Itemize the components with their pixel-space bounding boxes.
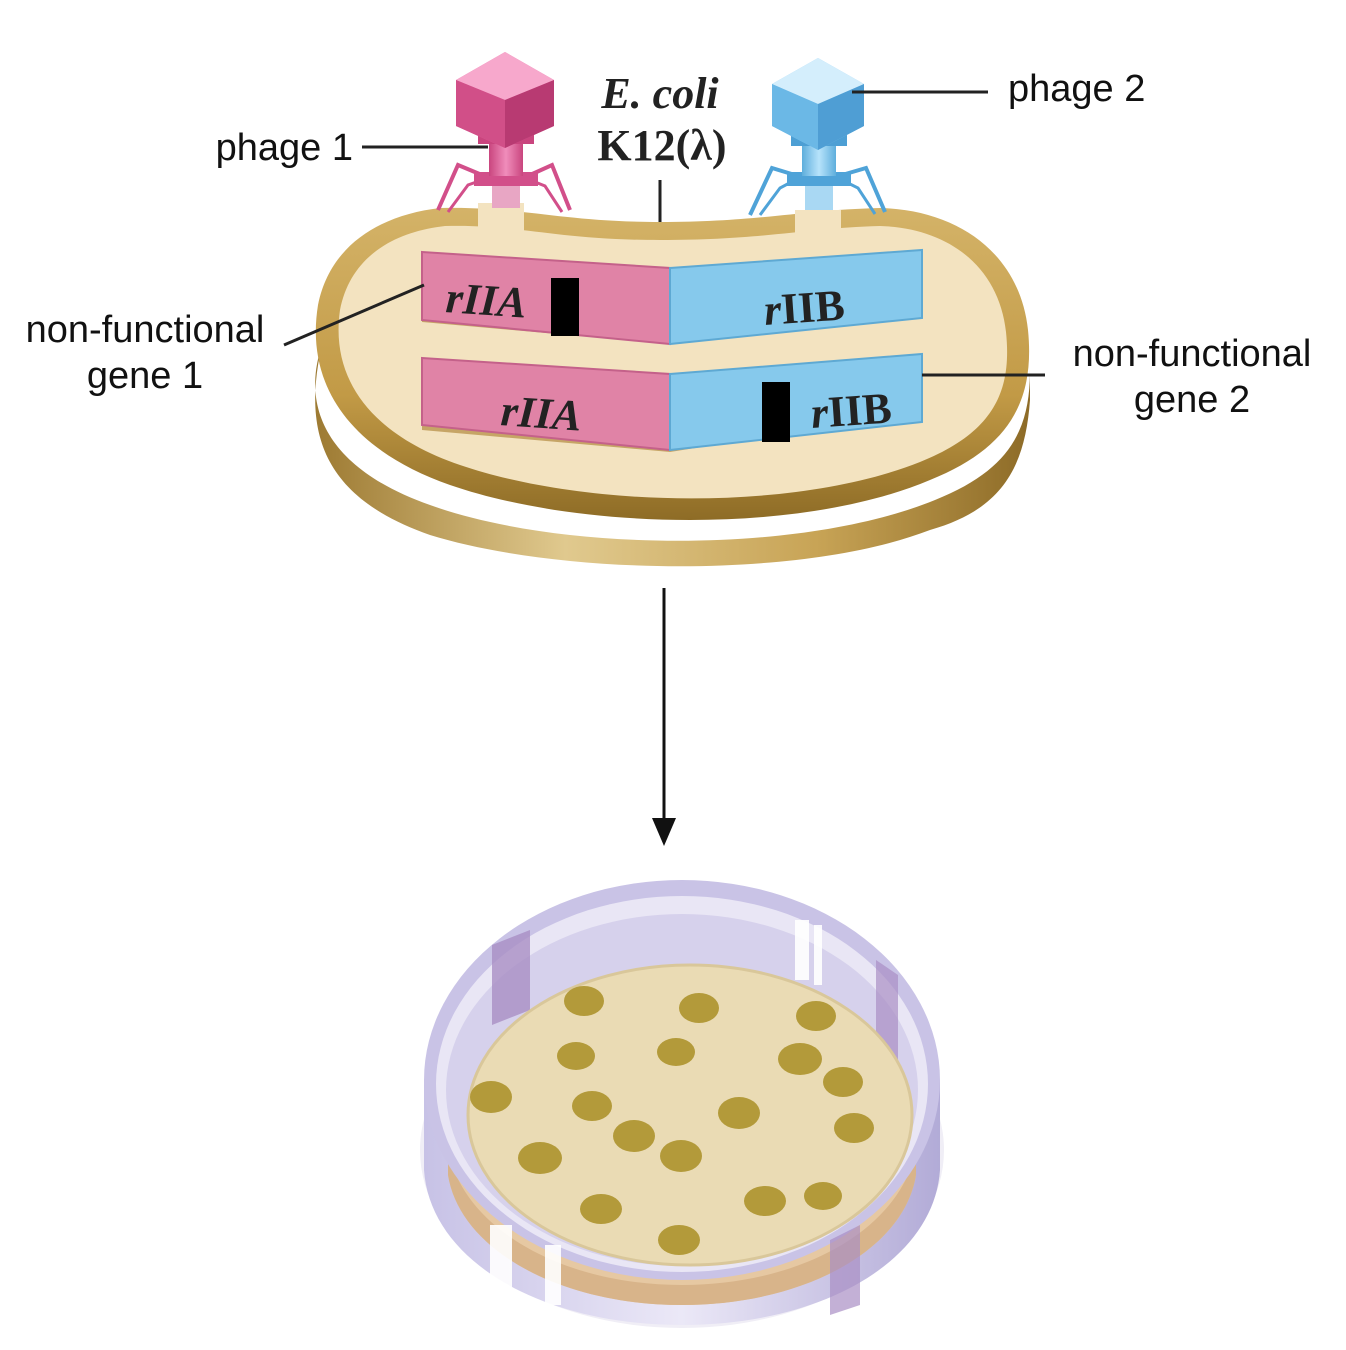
- membrane-pore-2: [795, 210, 841, 238]
- plaque: [580, 1194, 622, 1224]
- plaque: [572, 1091, 612, 1121]
- host-label-line2: K12(λ): [597, 121, 726, 170]
- gene-riib-segment-bottom: [669, 352, 923, 452]
- host-label-line1: E. coli: [600, 69, 719, 118]
- phage-1-callout: phage 1: [216, 127, 488, 169]
- nonfunctional-gene-1-label-line1: non-functional: [26, 309, 265, 351]
- plaque: [557, 1042, 595, 1070]
- plaque: [660, 1140, 702, 1172]
- plaque: [518, 1142, 562, 1174]
- nonfunctional-gene-2-label-line2: gene 2: [1134, 379, 1250, 421]
- genome-bottom-shadow: [422, 404, 922, 452]
- genome-bottom: rIIA rIIB: [421, 352, 923, 452]
- gene-riia-label-top: rIIA: [444, 273, 528, 328]
- plaque: [834, 1113, 874, 1143]
- plaque: [613, 1120, 655, 1152]
- gene-riia-label-bottom: rIIA: [499, 386, 583, 441]
- plaques: [470, 986, 874, 1255]
- nonfunctional-gene-1-leader: [283, 283, 425, 347]
- gene-riib-label-bottom: rIIB: [809, 383, 893, 438]
- plaque: [744, 1186, 786, 1216]
- nonfunctional-gene-2-callout: non-functional gene 2: [922, 333, 1311, 421]
- plaque: [470, 1081, 512, 1113]
- gene-riib-label-top: rIIB: [762, 280, 846, 335]
- plaque: [679, 993, 719, 1023]
- phage-1-icon: [436, 52, 572, 213]
- agar-surface: [468, 965, 912, 1265]
- plaque: [804, 1182, 842, 1210]
- plaque: [823, 1067, 863, 1097]
- plaque: [796, 1001, 836, 1031]
- phage-2-label: phage 2: [1008, 68, 1145, 110]
- plaque: [658, 1225, 700, 1255]
- host-strain-label: E. coli K12(λ): [597, 69, 727, 222]
- nonfunctional-gene-2-label-line1: non-functional: [1073, 333, 1312, 375]
- mutation-marker-bottom: [762, 382, 790, 442]
- phage-2-callout: phage 2: [852, 68, 1145, 110]
- nonfunctional-gene-1-label-line2: gene 1: [87, 355, 203, 397]
- genome-top: rIIA rIIB: [421, 248, 923, 346]
- plaque: [564, 986, 604, 1016]
- nonfunctional-gene-1-callout: non-functional gene 1: [26, 283, 425, 397]
- plaque: [657, 1038, 695, 1066]
- plaque: [778, 1043, 822, 1075]
- mutation-marker-top: [551, 278, 579, 336]
- gene-riib-segment-top: [669, 248, 923, 346]
- phage-2-icon: [748, 58, 887, 216]
- phage-1-label: phage 1: [216, 127, 353, 169]
- process-arrow: [652, 588, 676, 846]
- petri-dish: [420, 880, 944, 1328]
- plaque: [718, 1097, 760, 1129]
